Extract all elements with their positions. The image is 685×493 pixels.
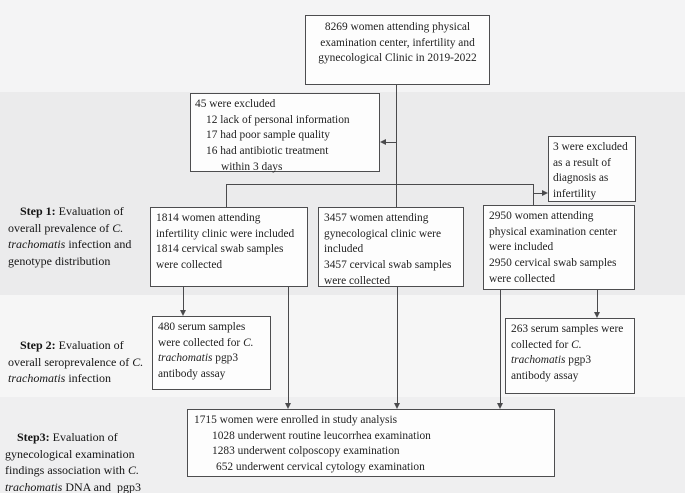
label-step3-bold: Step3: [17,429,50,444]
connector-branch-drop-left [226,184,227,207]
label-step1: Step 1: Evaluation of overall prevalence… [8,186,155,287]
gynecological-clinic-line2: 3457 cervical swab samples were collecte… [324,259,452,287]
study-analysis-title: 1715 women were enrolled in study analys… [194,414,398,426]
label-step2: Step 2: Evaluation of overall seropreval… [8,320,156,404]
label-step2-pre: Evaluation of overall seroprevalence of [8,337,133,369]
box-enrollment-total: 8269 women attending physical examinatio… [305,15,490,85]
excluded-main-item: 16 had antibiotic treatment [206,145,329,158]
connector-infertility-to-serum [183,287,184,310]
label-step3-italic: C. trachomatis [5,463,143,493]
serum-physical-pre: 263 serum samples were collected for [511,323,624,351]
serum-physical-post: pgp3 antibody assay [511,354,592,383]
box-excluded-main: 45 were excluded 12 lack of personal inf… [190,93,380,173]
arrowhead-analysis-middle [394,403,400,409]
label-step2-bold: Step 2: [20,337,56,352]
connector-physical-to-analysis [500,290,501,403]
excluded-main-title: 45 were excluded [195,98,276,110]
arrowhead-analysis-right [497,403,503,409]
excluded-main-item: 17 had poor sample quality [206,129,331,142]
infertility-clinic-line1: 1814 women attending infertility clinic … [156,212,295,240]
serum-infertility-post: pgp3 antibody assay [158,352,239,381]
infertility-clinic-line2: 1814 cervical swab samples were collecte… [156,243,284,272]
box-serum-physical: 263 serum samples were collected for C. … [505,318,635,394]
connector-top-vertical [396,85,397,207]
label-step1-pre: Evaluation of overall prevalence of [8,203,127,235]
connector-branch-drop-right [533,184,534,205]
label-step3-pre: Evaluation of gynecological examination … [5,429,138,478]
serum-infertility-pre: 480 serum samples were collected for [158,321,246,349]
box-excluded-infertility: 3 were excluded as a result of diagnosis… [548,136,636,202]
box-serum-infertility: 480 serum samples were collected for C. … [152,316,271,390]
enrollment-total-text: 8269 women attending physical examinatio… [318,21,477,65]
label-step2-post: infection [65,371,111,386]
serum-physical-italic: C. trachomatis [511,338,582,367]
connector-infertility-to-analysis [288,287,289,403]
box-gynecological-clinic: 3457 women attending gynecological clini… [318,207,464,287]
label-step1-italic: C. trachomatis [8,220,127,252]
excluded-main-item: 12 lack of personal information [206,113,350,126]
box-physical-exam-center: 2950 women attending physical examinatio… [483,205,635,290]
label-step3-post: DNA and pgp3 antibody [65,480,142,493]
gynecological-clinic-line1: 3457 women attending gynecological clini… [324,212,442,256]
arrowhead-serum-infertility [180,310,186,316]
arrowhead-excluded-left [380,139,386,145]
arrowhead-excluded-right [542,190,548,196]
excluded-infertility-text: 3 were excluded as a result of diagnosis… [553,141,628,201]
study-analysis-item: 1028 underwent routine leucorrhea examin… [212,429,431,442]
study-analysis-item: 1283 underwent colposcopy examination [212,445,400,458]
arrowhead-analysis-left [285,403,291,409]
connector-excluded-right-line [533,193,542,194]
excluded-main-continuation: within 3 days [221,160,283,173]
connector-physical-to-serum [597,290,598,312]
study-analysis-item: 652 underwent cervical cytology examinat… [216,461,425,474]
box-study-analysis: 1715 women were enrolled in study analys… [187,409,555,477]
label-step1-bold: Step 1: [20,203,56,218]
arrowhead-serum-physical [594,312,600,318]
label-step1-post: infection and genotype distribution [8,237,135,269]
box-infertility-clinic: 1814 women attending infertility clinic … [150,207,308,287]
label-step3: Step3: Evaluation of gynecological exami… [5,412,165,493]
connector-branch-horizontal [226,184,534,185]
physical-exam-center-line1: 2950 women attending physical examinatio… [489,210,617,254]
connector-excluded-left-line [386,142,396,143]
serum-infertility-italic: C. trachomatis [158,336,254,365]
physical-exam-center-line2: 2950 cervical swab samples were collecte… [489,257,617,285]
label-step2-italic: C. trachomatis [8,354,147,386]
connector-gynecological-to-analysis [397,287,398,403]
